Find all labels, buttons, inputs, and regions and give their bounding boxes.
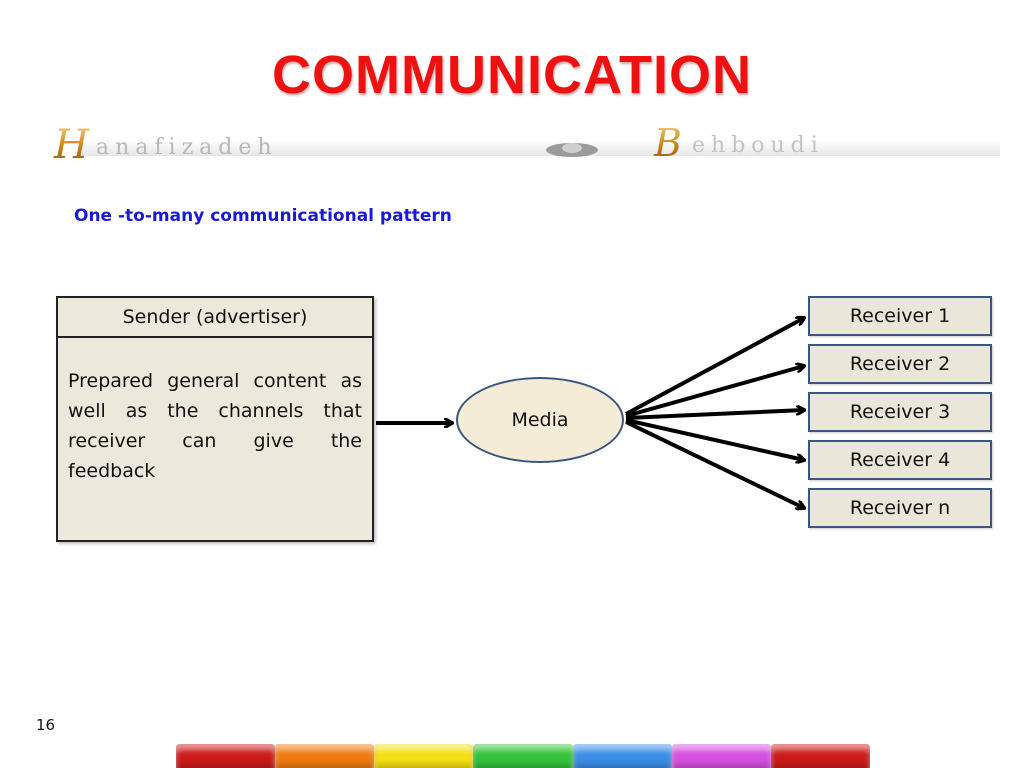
author-banner: H anafizadeh B ehboudi [40,118,1000,166]
svg-text:ehboudi: ehboudi [692,133,824,158]
media-label: Media [511,409,569,431]
footer-segment-4 [473,744,573,768]
arrow-media-to-receiver-3 [625,410,804,420]
arrow-media-to-receiver-4 [625,418,804,460]
receiver-box-4: Receiver 4 [808,440,992,480]
footer-segment-7 [770,744,870,768]
sender-box: Sender (advertiser) Prepared general con… [56,296,374,542]
footer-segment-2 [275,744,375,768]
svg-text:B: B [653,121,682,165]
media-node: Media [456,377,624,463]
footer-color-bar [176,744,870,768]
svg-text:H: H [53,122,90,166]
arrow-media-to-receiver-2 [625,366,804,418]
receiver-box-3: Receiver 3 [808,392,992,432]
footer-segment-5 [572,744,672,768]
receiver-box-1: Receiver 1 [808,296,992,336]
footer-segment-6 [671,744,771,768]
footer-segment-1 [176,744,276,768]
arrow-media-to-receiver-1 [625,318,804,416]
arrow-media-to-receiver-n [625,420,804,508]
sender-description: Prepared general content as well as the … [68,370,362,482]
diagram-subtitle: One -to-many communicational pattern [74,206,452,226]
footer-segment-3 [374,744,474,768]
page-number: 16 [36,716,56,734]
receiver-box-2: Receiver 2 [808,344,992,384]
sender-header: Sender (advertiser) [58,298,372,338]
receiver-box-n: Receiver n [808,488,992,528]
slide-title: COMMUNICATION [272,45,752,105]
svg-text:anafizadeh: anafizadeh [96,135,278,160]
author-banner-graphic: H anafizadeh B ehboudi [53,121,1000,166]
